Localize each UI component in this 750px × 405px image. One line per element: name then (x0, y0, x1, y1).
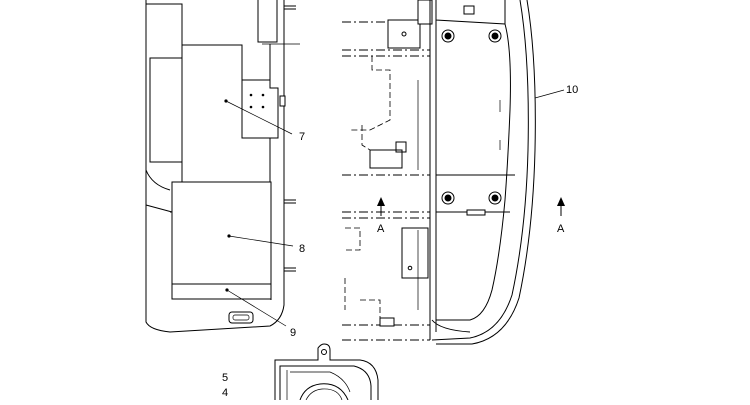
bolt (441, 191, 455, 205)
peg (284, 5, 296, 10)
part-7-hole (249, 105, 253, 109)
leader-10 (534, 89, 565, 99)
shell-slot (466, 209, 486, 216)
part-7-hole (261, 105, 265, 109)
hidden-bracket (345, 227, 361, 251)
marker-arrow (557, 197, 565, 206)
left-top-tab (257, 0, 278, 43)
outer-shell-rim (436, 0, 536, 345)
inner-shell (435, 0, 511, 321)
housing-detail (290, 371, 351, 393)
shell-slot (463, 5, 475, 15)
marker-arrow (377, 197, 385, 206)
hidden-bracket (361, 125, 371, 151)
left-side-curve (145, 169, 171, 191)
bolt (488, 191, 502, 205)
shell-bottom-lip (431, 319, 471, 333)
part-7-plate (181, 44, 279, 183)
outer-shell (431, 0, 529, 341)
section-marker-left: A (377, 197, 385, 235)
part-9-strip (171, 283, 272, 300)
lower-bracket (401, 227, 429, 279)
leader-7 (225, 100, 293, 135)
left-panel-outline (145, 0, 285, 333)
left-side-line (145, 204, 173, 213)
mid-bracket-body (369, 149, 403, 169)
section-marker-right: A (557, 197, 565, 235)
peg (284, 199, 296, 204)
bottom-clip (379, 317, 395, 327)
section-label-right: A (557, 223, 565, 235)
part-7-hole (261, 93, 265, 97)
left-upper-frame (146, 3, 183, 45)
upper-bracket-tab (417, 0, 433, 25)
bottom-assembly: 5 4 (222, 343, 379, 401)
right-frame-assembly: 10 (342, 0, 578, 345)
callout-9: 9 (290, 327, 296, 339)
leader-8 (228, 235, 294, 247)
bolt (488, 29, 502, 43)
section-label-left: A (377, 223, 385, 235)
handle-slot-inner (232, 314, 250, 321)
bracket-hole (401, 31, 407, 37)
handle-slot (228, 311, 254, 324)
upper-bracket (387, 19, 421, 49)
part-7-hole (249, 93, 253, 97)
part-7-notch (241, 80, 270, 139)
housing-cup (299, 383, 349, 401)
bolt (441, 29, 455, 43)
housing-hole (321, 349, 327, 355)
left-panel-assembly: 7 8 9 (145, 0, 305, 339)
leader-9 (226, 289, 287, 327)
callout-10: 10 (566, 84, 578, 96)
housing-inner (279, 365, 372, 400)
part-7-clip (279, 95, 286, 107)
callout-8: 8 (299, 243, 305, 255)
callout-4: 4 (222, 387, 228, 399)
callout-7: 7 (299, 131, 305, 143)
part-8-plate (171, 181, 272, 285)
bottom-housing (274, 343, 379, 400)
housing-cup-inner (305, 388, 343, 401)
hidden-bracket (344, 278, 381, 320)
callout-5: 5 (222, 372, 228, 384)
bracket-hole (407, 265, 413, 271)
mid-bracket (395, 141, 407, 153)
hidden-bracket (350, 56, 391, 131)
peg (284, 267, 296, 272)
